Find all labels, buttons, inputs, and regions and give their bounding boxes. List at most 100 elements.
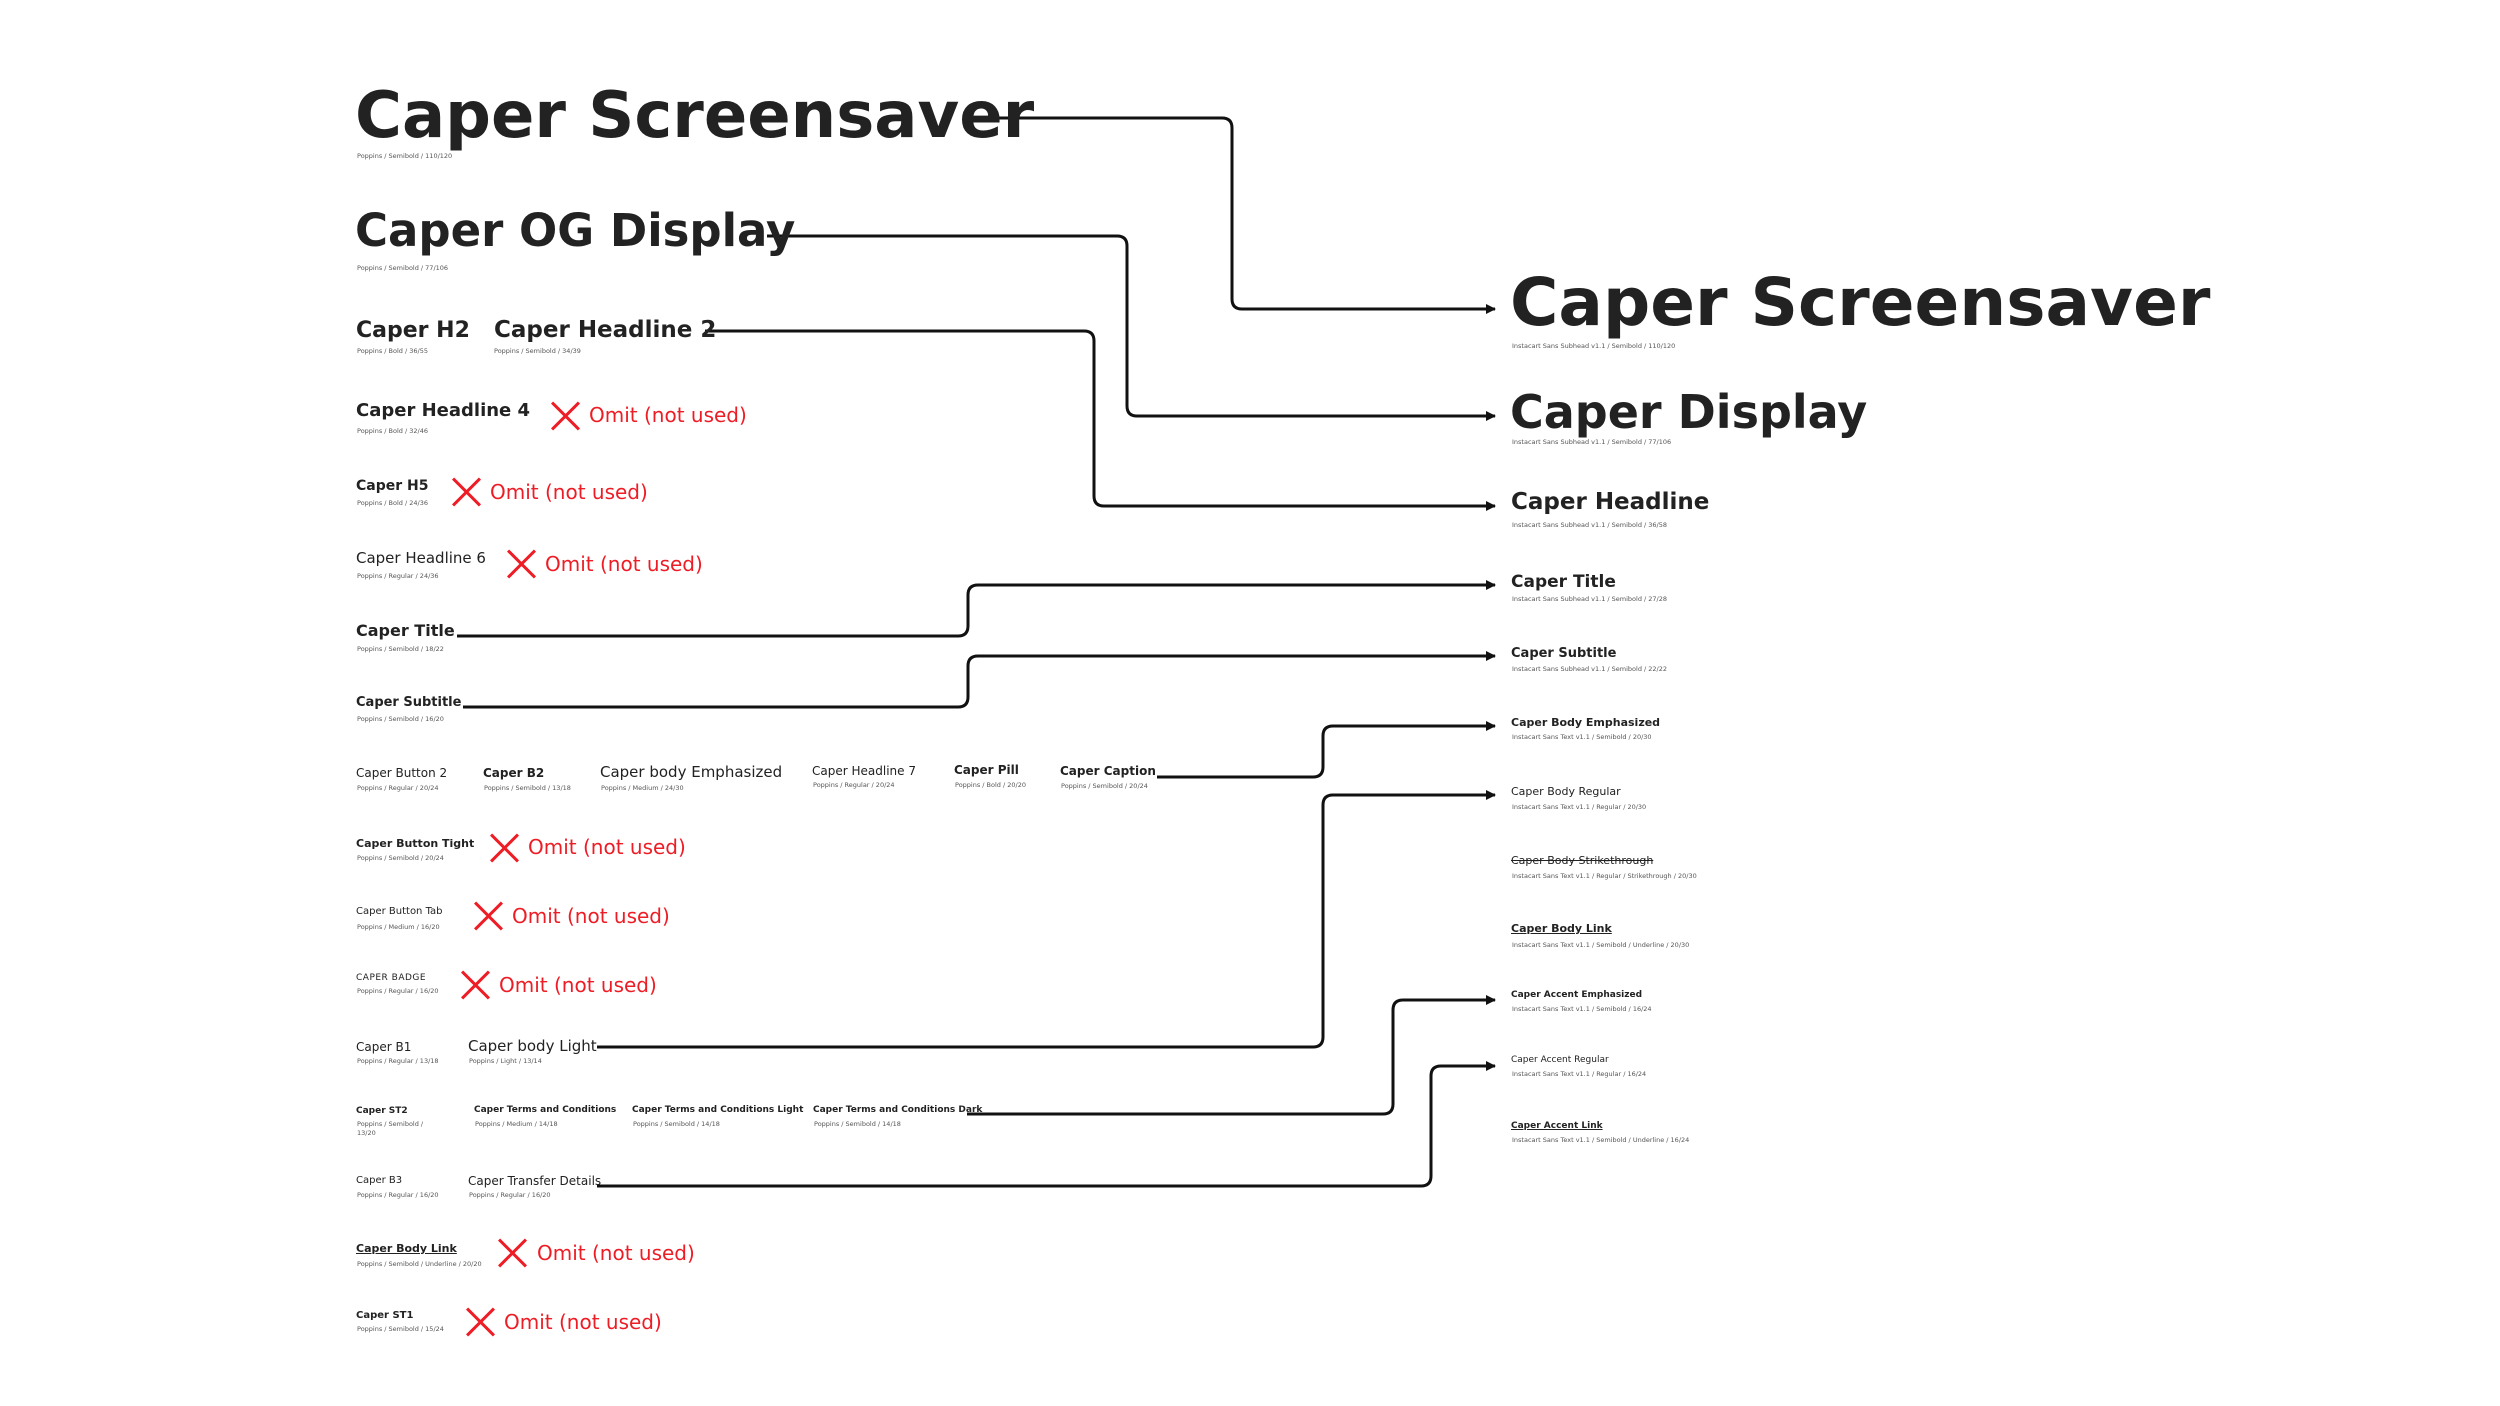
old-style-screensaver-meta: Poppins / Semibold / 110/120 bbox=[357, 152, 453, 160]
new-style-body-emphasized: Caper Body Emphasized bbox=[1511, 716, 1661, 729]
old-style-b3: Caper B3 bbox=[356, 1175, 403, 1186]
old-style-h5-meta: Poppins / Bold / 24/36 bbox=[357, 499, 428, 507]
old-style-st2: Caper ST2 bbox=[356, 1106, 408, 1116]
old-style-body-light-meta: Poppins / Light / 13/14 bbox=[469, 1057, 542, 1065]
connector-body-emphasized bbox=[1157, 721, 1496, 779]
old-style-terms-light-meta: Poppins / Semibold / 14/18 bbox=[633, 1120, 720, 1128]
new-style-screensaver-meta: Instacart Sans Subhead v1.1 / Semibold /… bbox=[1512, 342, 1676, 350]
old-style-terms-dark: Caper Terms and Conditions Dark bbox=[813, 1105, 983, 1115]
old-style-caption: Caper Caption bbox=[1060, 764, 1156, 778]
old-style-headline-7-meta: Poppins / Regular / 20/24 bbox=[813, 781, 895, 789]
old-style-st2-meta-1: Poppins / Semibold / bbox=[357, 1120, 424, 1128]
omit-x-icon bbox=[496, 1237, 528, 1269]
old-style-b1-meta: Poppins / Regular / 13/18 bbox=[357, 1057, 439, 1065]
omit-label: Omit (not used) bbox=[528, 835, 686, 859]
omit-label: Omit (not used) bbox=[537, 1241, 695, 1265]
old-style-button-tab-meta: Poppins / Medium / 16/20 bbox=[357, 923, 440, 931]
old-style-headline-6: Caper Headline 6 bbox=[356, 549, 486, 567]
new-style-body-strikethrough: Caper Body Strikethrough bbox=[1511, 854, 1654, 867]
old-style-st1: Caper ST1 bbox=[356, 1310, 414, 1321]
old-style-title-meta: Poppins / Semibold / 18/22 bbox=[357, 645, 444, 653]
old-style-h2-meta: Poppins / Bold / 36/55 bbox=[357, 347, 428, 355]
old-style-title: Caper Title bbox=[356, 621, 455, 640]
connector-screensaver bbox=[985, 116, 1496, 314]
new-style-subtitle-meta: Instacart Sans Subhead v1.1 / Semibold /… bbox=[1512, 665, 1668, 673]
omit-label: Omit (not used) bbox=[504, 1310, 662, 1334]
old-style-body-light: Caper body Light bbox=[468, 1037, 597, 1055]
old-style-b3-meta: Poppins / Regular / 16/20 bbox=[357, 1191, 439, 1199]
omit-x-icon bbox=[505, 548, 537, 580]
connector-body-regular bbox=[597, 790, 1496, 1049]
connector-subtitle bbox=[463, 651, 1496, 709]
new-style-accent-emphasized: Caper Accent Emphasized bbox=[1511, 990, 1643, 1000]
omit-x-icon bbox=[464, 1306, 496, 1338]
old-style-body-link: Caper Body Link bbox=[356, 1242, 457, 1255]
old-style-st2-meta-2: 13/20 bbox=[357, 1129, 376, 1137]
old-style-terms-dark-meta: Poppins / Semibold / 14/18 bbox=[814, 1120, 901, 1128]
old-style-terms: Caper Terms and Conditions bbox=[474, 1105, 617, 1115]
new-style-accent-emphasized-meta: Instacart Sans Text v1.1 / Semibold / 16… bbox=[1512, 1005, 1652, 1013]
old-style-subtitle-meta: Poppins / Semibold / 16/20 bbox=[357, 715, 444, 723]
connector-accent-emphasized bbox=[967, 995, 1496, 1116]
old-style-button-2: Caper Button 2 bbox=[356, 766, 448, 780]
new-style-accent-regular-meta: Instacart Sans Text v1.1 / Regular / 16/… bbox=[1512, 1070, 1647, 1078]
old-style-button-tab: Caper Button Tab bbox=[356, 906, 443, 917]
omit-x-icon bbox=[549, 400, 581, 432]
old-style-terms-light: Caper Terms and Conditions Light bbox=[632, 1105, 804, 1115]
old-style-badge-meta: Poppins / Regular / 16/20 bbox=[357, 987, 439, 995]
old-style-body-emphasized: Caper body Emphasized bbox=[600, 763, 783, 781]
old-style-caption-meta: Poppins / Semibold / 20/24 bbox=[1061, 782, 1148, 790]
old-style-b2-meta: Poppins / Semibold / 13/18 bbox=[484, 784, 571, 792]
old-style-body-emphasized-meta: Poppins / Medium / 24/30 bbox=[601, 784, 684, 792]
new-style-body-link: Caper Body Link bbox=[1511, 922, 1612, 935]
old-style-b1: Caper B1 bbox=[356, 1040, 412, 1054]
old-style-headline-4: Caper Headline 4 bbox=[356, 400, 531, 421]
new-style-accent-link: Caper Accent Link bbox=[1511, 1121, 1603, 1131]
new-style-body-regular-meta: Instacart Sans Text v1.1 / Regular / 20/… bbox=[1512, 803, 1647, 811]
new-style-screensaver: Caper Screensaver bbox=[1510, 264, 2211, 341]
omit-label: Omit (not used) bbox=[490, 480, 648, 504]
omit-x-icon bbox=[488, 832, 520, 864]
new-style-body-regular: Caper Body Regular bbox=[1511, 785, 1621, 798]
old-style-st1-meta: Poppins / Semibold / 15/24 bbox=[357, 1325, 444, 1333]
connector-accent-regular bbox=[597, 1061, 1496, 1188]
omit-label: Omit (not used) bbox=[545, 552, 703, 576]
new-style-subtitle: Caper Subtitle bbox=[1511, 646, 1617, 661]
new-style-body-link-meta: Instacart Sans Text v1.1 / Semibold / Un… bbox=[1512, 941, 1690, 949]
old-style-headline-6-meta: Poppins / Regular / 24/36 bbox=[357, 572, 439, 580]
new-style-accent-regular: Caper Accent Regular bbox=[1511, 1055, 1609, 1065]
old-style-screensaver: Caper Screensaver bbox=[355, 79, 1035, 153]
old-style-button-2-meta: Poppins / Regular / 20/24 bbox=[357, 784, 439, 792]
omit-label: Omit (not used) bbox=[589, 403, 747, 427]
new-style-accent-link-meta: Instacart Sans Text v1.1 / Semibold / Un… bbox=[1512, 1136, 1690, 1144]
old-style-pill-meta: Poppins / Bold / 20/20 bbox=[955, 781, 1026, 789]
new-style-headline-meta: Instacart Sans Subhead v1.1 / Semibold /… bbox=[1512, 521, 1668, 529]
old-style-badge: CAPER BADGE bbox=[356, 973, 427, 983]
old-style-headline-2: Caper Headline 2 bbox=[494, 317, 717, 343]
omit-x-icon bbox=[450, 476, 482, 508]
old-style-terms-meta: Poppins / Medium / 14/18 bbox=[475, 1120, 558, 1128]
omit-label: Omit (not used) bbox=[512, 904, 670, 928]
omit-x-icon bbox=[472, 900, 504, 932]
new-style-title-meta: Instacart Sans Subhead v1.1 / Semibold /… bbox=[1512, 595, 1668, 603]
omit-x-icon bbox=[459, 969, 491, 1001]
connector-title bbox=[457, 580, 1496, 638]
new-style-title: Caper Title bbox=[1511, 572, 1616, 592]
old-style-subtitle: Caper Subtitle bbox=[356, 695, 462, 710]
old-style-og-display-meta: Poppins / Semibold / 77/106 bbox=[357, 264, 449, 272]
new-style-body-emphasized-meta: Instacart Sans Text v1.1 / Semibold / 20… bbox=[1512, 733, 1652, 741]
connector-display bbox=[767, 234, 1496, 421]
new-style-display-meta: Instacart Sans Subhead v1.1 / Semibold /… bbox=[1512, 438, 1672, 446]
old-style-headline-7: Caper Headline 7 bbox=[812, 764, 916, 778]
old-style-button-tight-meta: Poppins / Semibold / 20/24 bbox=[357, 854, 444, 862]
new-style-display: Caper Display bbox=[1510, 385, 1868, 439]
old-style-transfer-details-meta: Poppins / Regular / 16/20 bbox=[469, 1191, 551, 1199]
new-style-headline: Caper Headline bbox=[1511, 489, 1710, 515]
old-style-headline-4-meta: Poppins / Bold / 32/46 bbox=[357, 427, 428, 435]
new-style-body-strikethrough-meta: Instacart Sans Text v1.1 / Regular / Str… bbox=[1512, 872, 1697, 880]
old-style-b2: Caper B2 bbox=[483, 766, 545, 780]
old-style-headline-2-meta: Poppins / Semibold / 34/39 bbox=[494, 347, 581, 355]
old-style-h2: Caper H2 bbox=[356, 318, 470, 343]
old-style-h5: Caper H5 bbox=[356, 478, 429, 494]
